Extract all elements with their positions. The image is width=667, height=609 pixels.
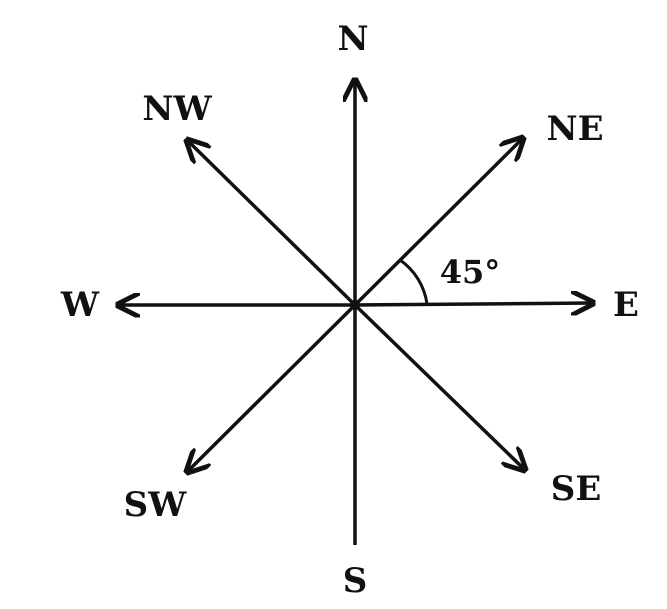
angle-label: 45° [440,253,501,291]
label-se: SE [551,469,601,509]
label-ne: NE [547,109,604,149]
label-sw: SW [124,485,188,525]
label-e: E [613,285,639,325]
arrow-east [354,303,593,305]
label-w: W [60,285,100,325]
label-s: S [343,561,368,601]
arrow-southeast [353,303,525,470]
arrow-northeast [353,138,523,307]
label-nw: NW [142,89,212,129]
angle-arc [399,258,429,305]
label-n: N [337,19,368,59]
arrow-southwest [187,303,357,472]
arrow-northwest [187,140,357,307]
